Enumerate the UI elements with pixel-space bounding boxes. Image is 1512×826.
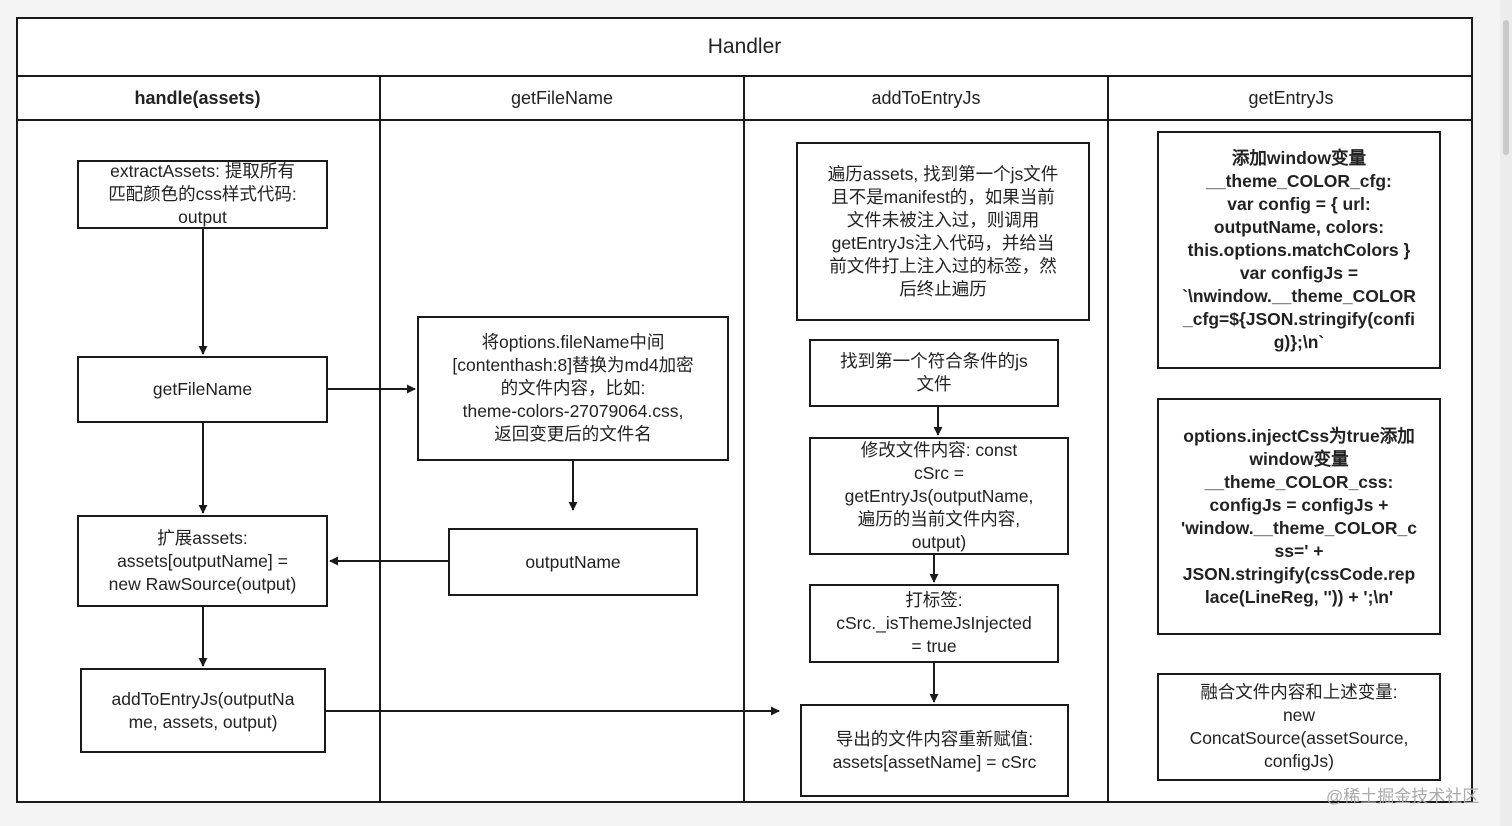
tag-injected-box: 打标签: cSrc._isThemeJsInjected = true [809, 584, 1059, 663]
output-name-box: outputName [448, 528, 698, 596]
concat-source-box: 融合文件内容和上述变量: new ConcatSource(assetSourc… [1157, 673, 1441, 781]
replace-hash-box: 将options.fileName中间 [contenthash:8]替换为md… [417, 316, 729, 461]
get-file-name-box: getFileName [77, 356, 328, 423]
lane-header-handle: handle(assets) [134, 88, 261, 108]
lane-header-add-to-entry-js: addToEntryJs [871, 88, 981, 108]
window-cfg-box: 添加window变量 __theme_COLOR_cfg: var config… [1157, 131, 1441, 369]
find-first-js-box: 找到第一个符合条件的js 文件 [809, 339, 1059, 407]
watermark: @稀土掘金技术社区 [1326, 787, 1480, 806]
scrollbar-thumb[interactable] [1503, 20, 1509, 155]
reassign-export-box: 导出的文件内容重新赋值: assets[assetName] = cSrc [800, 704, 1069, 797]
lane-divider-3 [1107, 75, 1109, 803]
inject-css-box: options.injectCss为true添加 window变量 __them… [1157, 398, 1441, 635]
extend-assets-box: 扩展assets: assets[outputName] = new RawSo… [77, 515, 328, 607]
lane-divider-2 [743, 75, 745, 803]
add-to-entry-js-box: addToEntryJs(outputNa me, assets, output… [80, 668, 326, 753]
right-scrollbar[interactable] [1500, 0, 1512, 826]
lane-header-get-entry-js: getEntryJs [1248, 88, 1334, 108]
diagram-title: Handler [707, 35, 782, 58]
lane-header-get-file-name: getFileName [510, 88, 614, 108]
lane-divider-1 [379, 75, 381, 803]
modify-content-box: 修改文件内容: const cSrc = getEntryJs(outputNa… [809, 437, 1069, 555]
traverse-assets-box: 遍历assets, 找到第一个js文件 且不是manifest的，如果当前 文件… [796, 142, 1090, 321]
extract-assets-box: extractAssets: 提取所有 匹配颜色的css样式代码: output [77, 160, 328, 229]
